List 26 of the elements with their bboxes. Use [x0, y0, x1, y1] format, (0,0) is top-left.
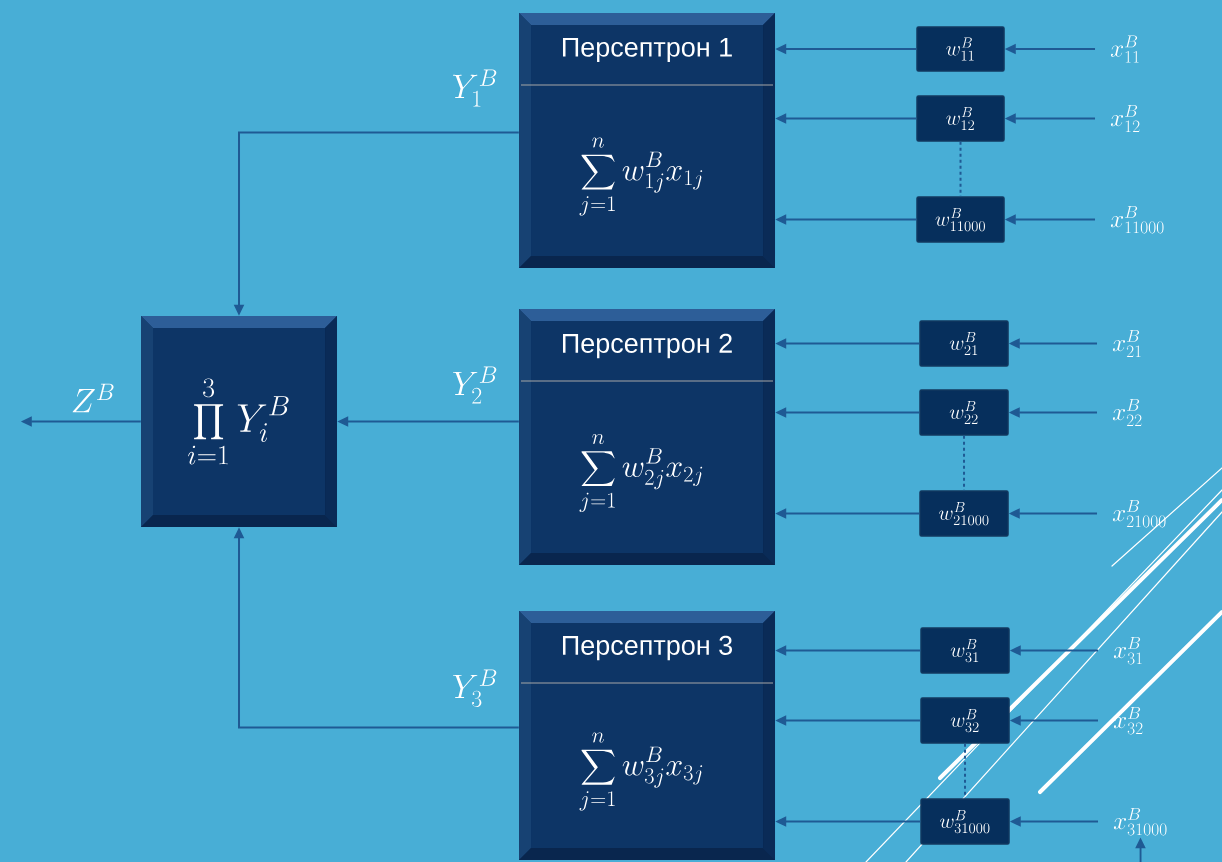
input-variable: $x_{31000}^B$ [1113, 807, 1167, 836]
weight-box: $w_{32}^B$ [920, 697, 1010, 744]
input-variable: $x_{31}^B$ [1113, 636, 1142, 665]
weight-box: $w_{12}^B$ [916, 95, 1005, 142]
perceptron-box: Персептрон 3 $\sum_{j=1}^{n} w_{3j}^B x_{3j}$ [519, 611, 775, 860]
weight-box: $w_{21}^B$ [919, 320, 1009, 367]
weight-box: $w_{31}^B$ [920, 627, 1010, 674]
weight-box: $w_{11}^B$ [916, 26, 1005, 72]
product-box: $\prod_{i=1}^{3} Y_i^B$ [141, 316, 337, 527]
input-variable: $x_{11000}^B$ [1110, 205, 1164, 234]
weight-box: $w_{11000}^B$ [916, 196, 1005, 243]
input-variable: $x_{11}^B$ [1110, 35, 1139, 63]
input-variable: $x_{32}^B$ [1113, 706, 1143, 735]
edge-label: $Y_3^B$ [453, 669, 497, 707]
perceptron-box: Персептрон 2 $\sum_{j=1}^{n} w_{2j}^B x_{2j}$ [519, 309, 775, 565]
weight-box: $w_{22}^B$ [919, 389, 1009, 436]
edge-label: $Z^B$ [72, 383, 114, 413]
perceptron-box: Персептрон 1 $\sum_{j=1}^{n} w_{1j}^B x_{1j}$ [519, 13, 775, 268]
input-variable: $x_{21}^B$ [1112, 329, 1141, 358]
weight-box: $w_{31000}^B$ [920, 798, 1010, 845]
input-variable: $x_{21000}^B$ [1112, 499, 1166, 528]
weight-box: $w_{21000}^B$ [919, 490, 1009, 537]
input-variable: $x_{12}^B$ [1110, 104, 1140, 133]
input-variable: $x_{22}^B$ [1112, 398, 1142, 427]
edge-label: $Y_2^B$ [453, 366, 497, 404]
edge-label: $Y_1^B$ [453, 69, 497, 107]
